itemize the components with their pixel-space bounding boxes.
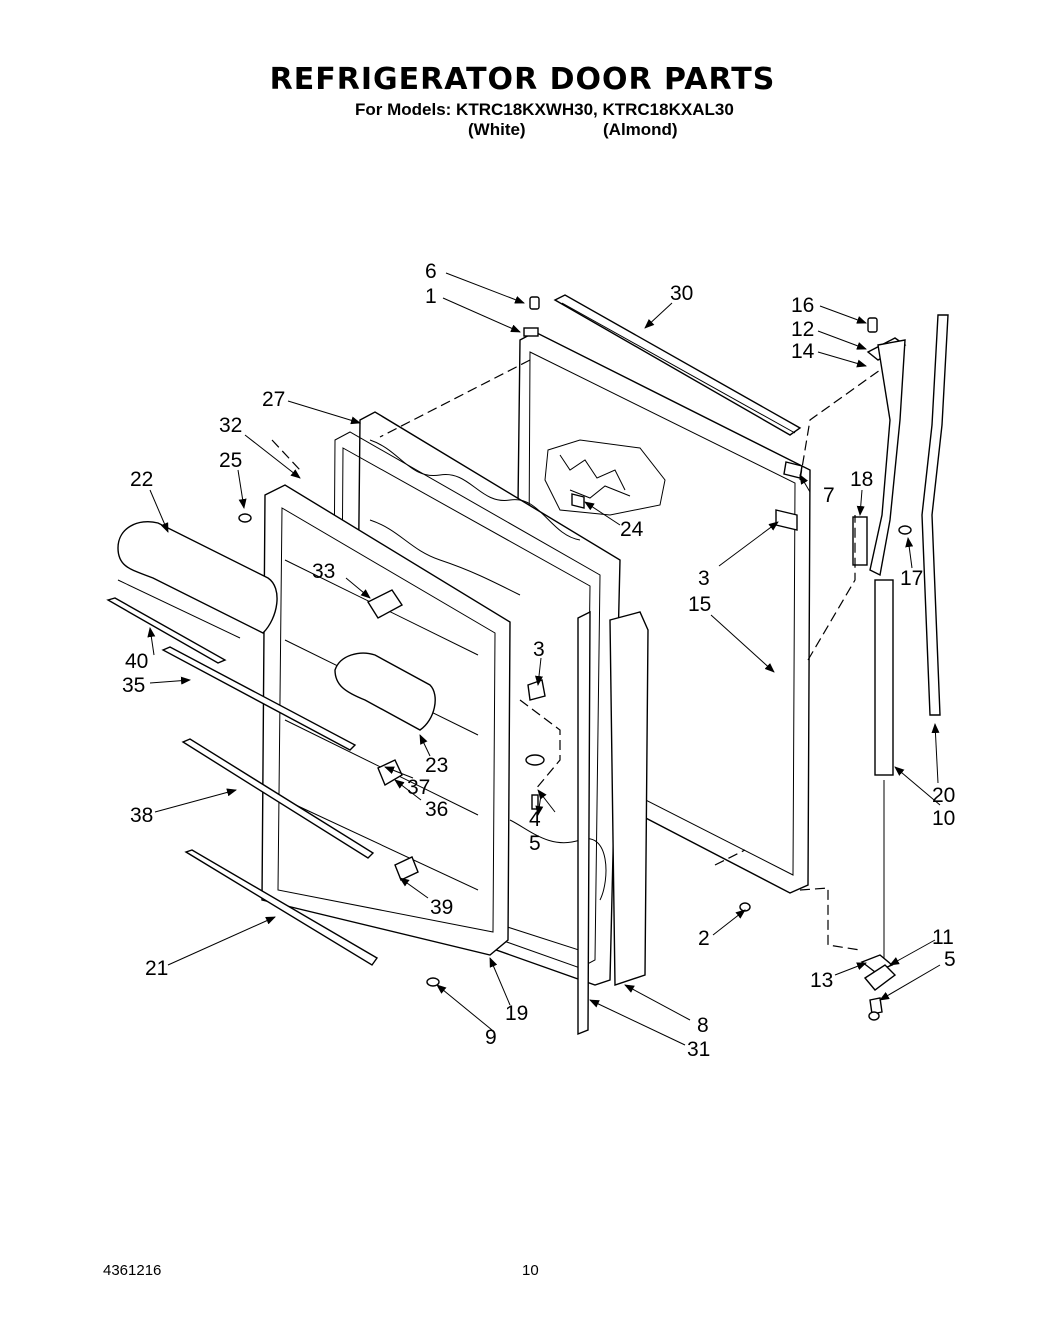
breaker-strip (577, 610, 591, 1036)
side-gasket (921, 314, 949, 716)
callout-9: 9 (485, 1026, 497, 1049)
callout-7: 7 (823, 484, 835, 507)
page-title: REFRIGERATOR DOOR PARTS (269, 62, 776, 97)
callout-12: 12 (791, 318, 814, 341)
callout-11: 11 (932, 926, 954, 949)
alignment-lines (271, 359, 881, 951)
callout-39: 39 (430, 896, 453, 919)
page-number: 10 (522, 1262, 539, 1279)
callout-19: 19 (505, 1002, 528, 1025)
callout-36: 36 (425, 798, 448, 821)
callout-3-right: 3 (698, 567, 710, 590)
callout-20: 20 (932, 784, 955, 807)
callout-6: 6 (425, 260, 437, 283)
top-hinge-parts (775, 317, 907, 577)
shelf-bar-lower (184, 849, 379, 966)
callout-37: 37 (407, 776, 430, 799)
callout-32: 32 (219, 414, 242, 437)
callout-31: 31 (687, 1038, 710, 1061)
callout-2: 2 (698, 927, 710, 950)
callout-15: 15 (688, 593, 711, 616)
callout-14: 14 (791, 340, 815, 363)
bottom-hinge-parts (860, 954, 897, 1015)
leader-lines (147, 272, 941, 1046)
callout-labels: 6 1 30 16 12 14 27 32 25 22 7 18 24 17 3… (122, 260, 956, 1061)
variant-white: (White) (468, 120, 526, 139)
document-code: 4361216 (103, 1262, 162, 1279)
callout-22: 22 (130, 468, 153, 491)
callout-35: 35 (122, 674, 145, 697)
callout-10: 10 (932, 807, 955, 830)
callout-30: 30 (670, 282, 693, 305)
callout-16: 16 (791, 294, 814, 317)
callout-23: 23 (425, 754, 448, 777)
shelf-bar-upper (161, 646, 357, 751)
shelf-retainer-bar (106, 597, 227, 664)
variant-almond: (Almond) (603, 120, 678, 139)
callout-27: 27 (262, 388, 285, 411)
callout-3-center: 3 (533, 638, 545, 661)
callout-5-right: 5 (944, 948, 956, 971)
top-trim-strip (553, 294, 802, 436)
callout-33: 33 (312, 560, 335, 583)
callout-5-center: 5 (529, 832, 541, 855)
callout-4: 4 (529, 808, 541, 831)
callout-21: 21 (145, 957, 168, 980)
callout-13: 13 (810, 969, 833, 992)
callout-18: 18 (850, 468, 873, 491)
models-line: For Models: KTRC18KXWH30, KTRC18KXAL30 (355, 100, 734, 119)
door-shelf-small (334, 652, 436, 731)
callout-8: 8 (697, 1014, 709, 1037)
shelf-bar-middle (181, 738, 375, 859)
callout-24: 24 (620, 518, 644, 541)
door-shelf-large (117, 521, 278, 639)
screws (238, 296, 912, 1021)
callout-38: 38 (130, 804, 153, 827)
handle-strips (852, 516, 894, 960)
callout-1: 1 (425, 285, 437, 308)
callout-25: 25 (219, 449, 242, 472)
callout-17: 17 (900, 567, 923, 590)
callout-40: 40 (125, 650, 148, 673)
